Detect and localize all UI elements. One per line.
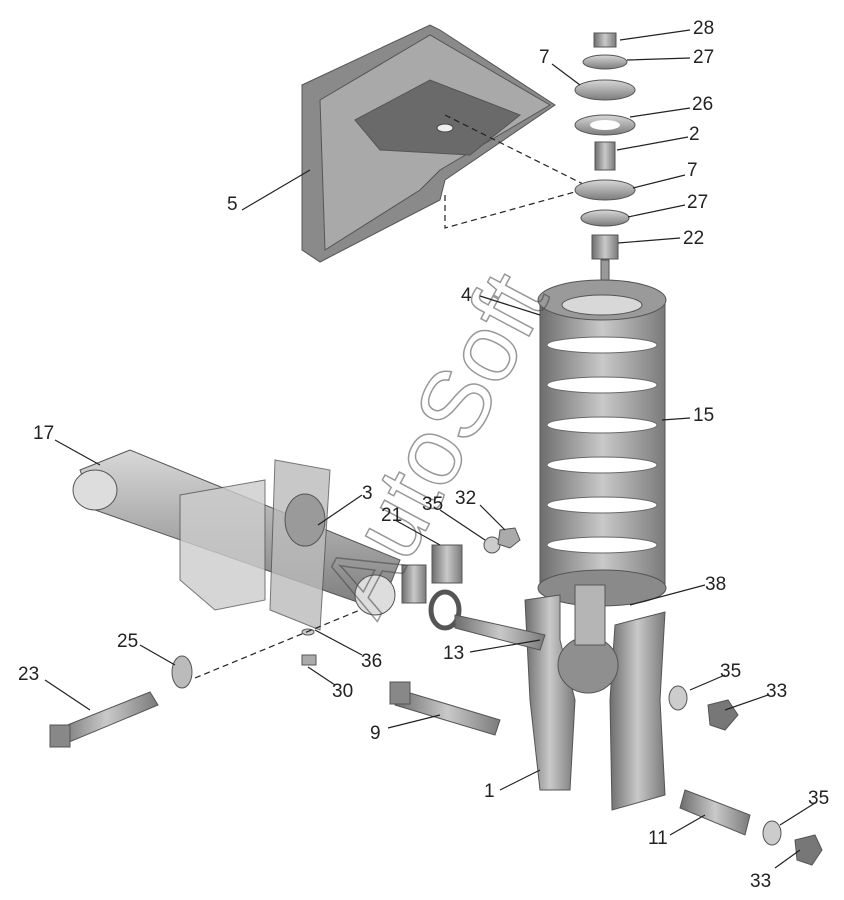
callout-36: 36 <box>361 651 382 672</box>
callout-11: 11 <box>648 828 668 849</box>
callout-35: 35 <box>422 494 443 515</box>
callout-15: 15 <box>693 405 714 426</box>
callout-2: 2 <box>689 124 700 145</box>
callout-28: 28 <box>693 18 714 39</box>
leader-lines <box>44 29 816 869</box>
callout-22: 22 <box>683 228 704 249</box>
callout-labels: 28 27 7 26 2 7 27 22 5 4 15 17 3 35 32 2… <box>18 18 829 892</box>
callout-27: 27 <box>687 192 708 213</box>
callout-7: 7 <box>539 47 550 68</box>
callout-21: 21 <box>381 505 402 526</box>
coil-spring <box>537 259 667 607</box>
callout-35: 35 <box>808 788 829 809</box>
callout-13: 13 <box>443 643 464 664</box>
callout-1: 1 <box>484 781 495 802</box>
callout-30: 30 <box>332 681 353 702</box>
callout-7: 7 <box>687 160 698 181</box>
callout-32: 32 <box>455 488 476 509</box>
callout-26: 26 <box>692 94 713 115</box>
callout-25: 25 <box>117 631 138 652</box>
callout-5: 5 <box>227 194 238 215</box>
trailing-arm <box>72 449 401 631</box>
callout-4: 4 <box>461 285 472 306</box>
callout-17: 17 <box>33 423 54 444</box>
callout-33: 33 <box>766 681 787 702</box>
shock-absorber-bracket <box>524 584 666 811</box>
washer-stack <box>574 32 636 260</box>
callout-33: 33 <box>750 871 771 892</box>
fasteners <box>49 527 823 866</box>
callout-27: 27 <box>693 47 714 68</box>
callout-9: 9 <box>370 723 381 744</box>
callout-35: 35 <box>720 661 741 682</box>
callout-3: 3 <box>362 483 373 504</box>
callout-38: 38 <box>705 574 726 595</box>
mounting-bracket <box>301 24 601 263</box>
callout-23: 23 <box>18 664 39 685</box>
